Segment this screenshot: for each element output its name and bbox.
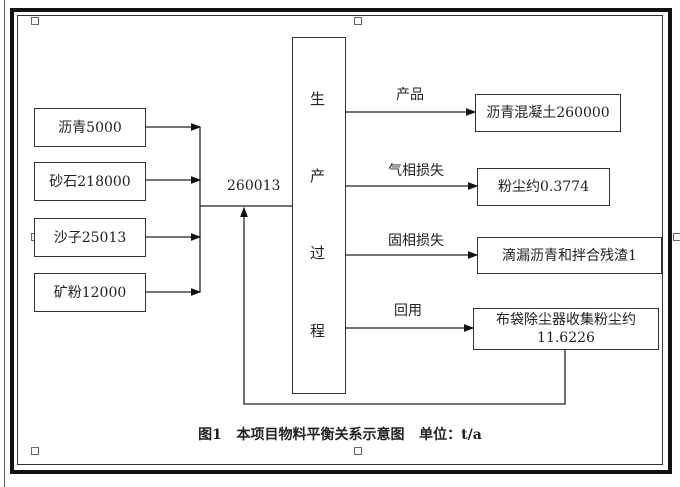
input-label: 沥青5000 — [58, 119, 122, 136]
input-box-sand: 沙子25013 — [34, 218, 146, 257]
output-label: 布袋除尘器收集粉尘约 — [496, 312, 636, 328]
output-box-dust: 粉尘约0.3774 — [477, 168, 610, 206]
output-value: 11.6226 — [537, 330, 595, 346]
input-box-mineral-powder: 矿粉12000 — [34, 273, 146, 312]
resize-handle[interactable] — [31, 447, 39, 455]
diagram-frame — [10, 8, 672, 474]
production-process-box — [292, 37, 346, 394]
input-box-asphalt: 沥青5000 — [34, 108, 146, 147]
process-char: 产 — [310, 167, 326, 185]
output-box-asphalt-concrete: 沥青混凝土260000 — [475, 94, 621, 132]
output-label: 粉尘约0.3774 — [498, 179, 589, 195]
resize-handle[interactable] — [354, 447, 362, 455]
process-char: 生 — [310, 90, 326, 108]
diagram-inner-frame — [17, 15, 663, 465]
resize-handle[interactable] — [673, 233, 680, 241]
output-box-baghouse-dust: 布袋除尘器收集粉尘约 11.6226 — [473, 308, 659, 350]
output-label: 沥青混凝土260000 — [486, 105, 610, 121]
figure-caption: 图1 本项目物料平衡关系示意图 单位：t/a — [198, 427, 482, 443]
input-label: 沙子25013 — [53, 229, 127, 246]
merged-total-label: 260013 — [227, 178, 281, 194]
resize-handle[interactable] — [354, 17, 362, 25]
process-char: 程 — [310, 322, 326, 340]
flow-label-solid-loss: 固相损失 — [388, 233, 444, 249]
output-box-residue: 滴漏沥青和拌合残渣1 — [477, 237, 662, 274]
process-char: 过 — [310, 244, 326, 262]
page-margin-line — [4, 0, 5, 487]
flow-label-reuse: 回用 — [394, 303, 422, 319]
input-box-gravel: 砂石218000 — [34, 162, 146, 201]
input-label: 矿粉12000 — [53, 284, 127, 301]
output-label: 滴漏沥青和拌合残渣1 — [502, 247, 637, 264]
input-label: 砂石218000 — [49, 173, 131, 190]
flow-label-gas-loss: 气相损失 — [388, 163, 444, 179]
resize-handle[interactable] — [31, 17, 39, 25]
flow-label-product: 产品 — [396, 87, 424, 103]
